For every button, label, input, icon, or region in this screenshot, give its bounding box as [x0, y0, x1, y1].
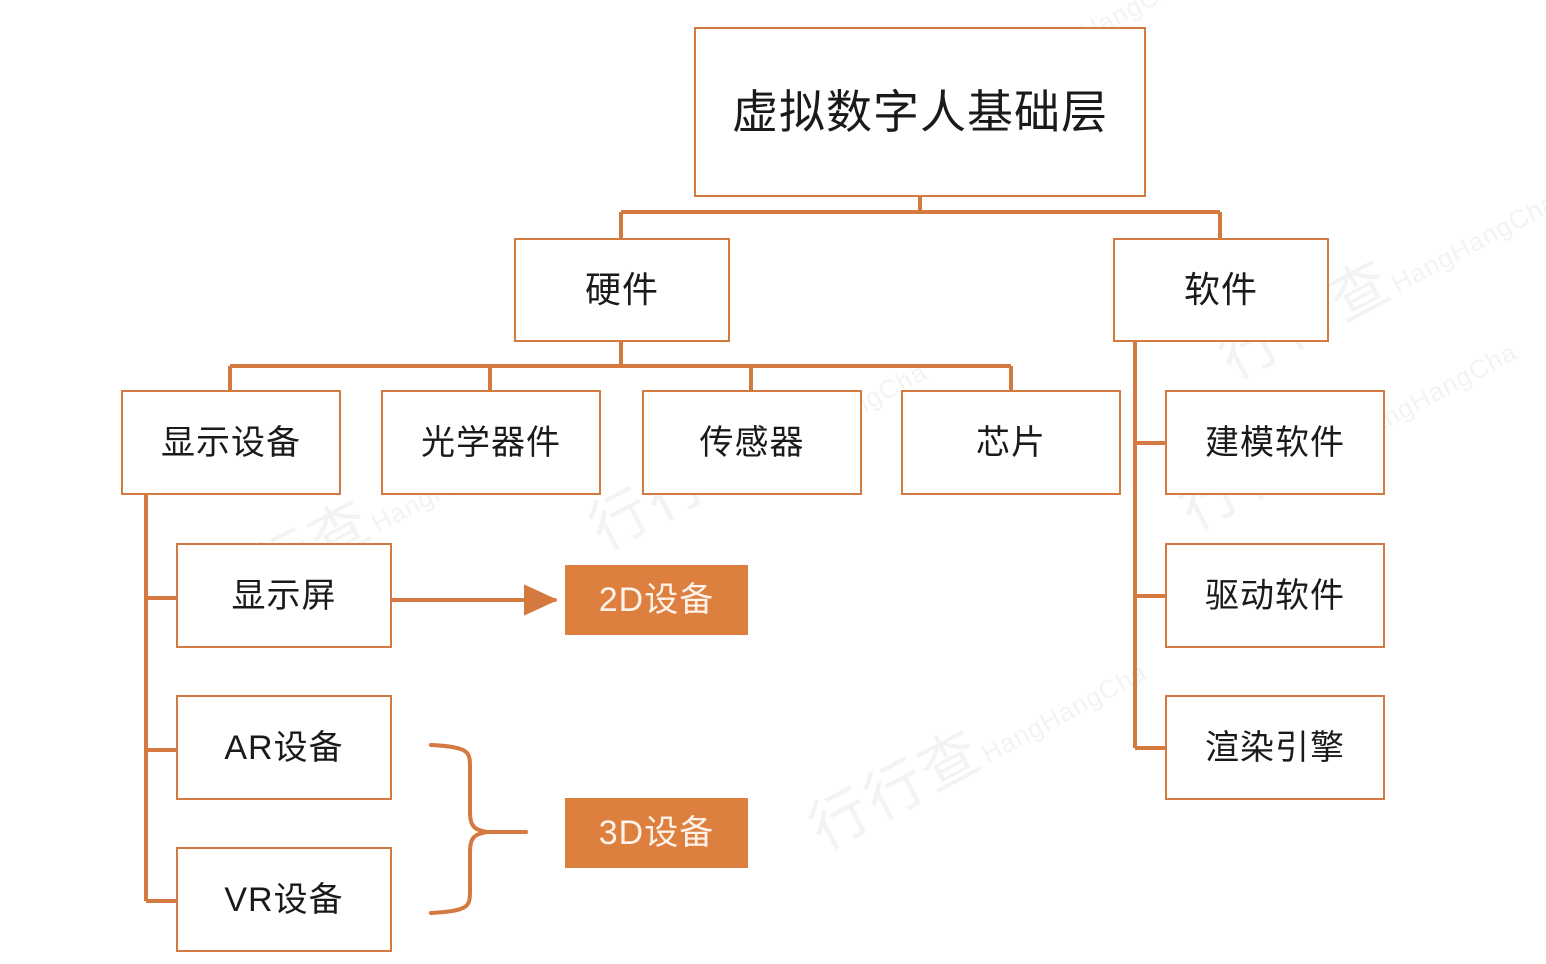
node-label: 建模软件: [1205, 423, 1345, 462]
node-vr-device[interactable]: VR设备: [176, 847, 392, 952]
node-root[interactable]: 虚拟数字人基础层: [694, 27, 1146, 197]
node-software[interactable]: 软件: [1113, 238, 1329, 342]
node-label: 硬件: [584, 269, 659, 310]
node-display-device[interactable]: 显示设备: [121, 390, 341, 495]
node-label: VR设备: [224, 880, 344, 919]
badge-label: 3D设备: [598, 814, 715, 852]
node-label: 驱动软件: [1205, 576, 1345, 615]
badge-label: 2D设备: [598, 581, 715, 619]
badge-3d-device[interactable]: 3D设备: [565, 798, 748, 868]
node-sensor[interactable]: 传感器: [642, 390, 862, 495]
node-label: 芯片: [976, 423, 1046, 462]
node-hardware[interactable]: 硬件: [514, 238, 730, 342]
node-label: 渲染引擎: [1205, 728, 1345, 767]
node-driver-software[interactable]: 驱动软件: [1165, 543, 1385, 648]
node-optical-component[interactable]: 光学器件: [381, 390, 601, 495]
node-modeling-software[interactable]: 建模软件: [1165, 390, 1385, 495]
badge-2d-device[interactable]: 2D设备: [565, 565, 748, 635]
node-label: 光学器件: [421, 423, 561, 462]
node-screen[interactable]: 显示屏: [176, 543, 392, 648]
node-label: 软件: [1183, 269, 1258, 310]
node-label: AR设备: [224, 728, 344, 767]
node-render-engine[interactable]: 渲染引擎: [1165, 695, 1385, 800]
node-chip[interactable]: 芯片: [901, 390, 1121, 495]
node-label: 显示屏: [231, 576, 337, 615]
brace-ar-vr: [429, 743, 489, 915]
node-label: 传感器: [699, 423, 805, 462]
node-label: 显示设备: [161, 423, 301, 462]
node-ar-device[interactable]: AR设备: [176, 695, 392, 800]
node-label: 虚拟数字人基础层: [732, 86, 1108, 138]
